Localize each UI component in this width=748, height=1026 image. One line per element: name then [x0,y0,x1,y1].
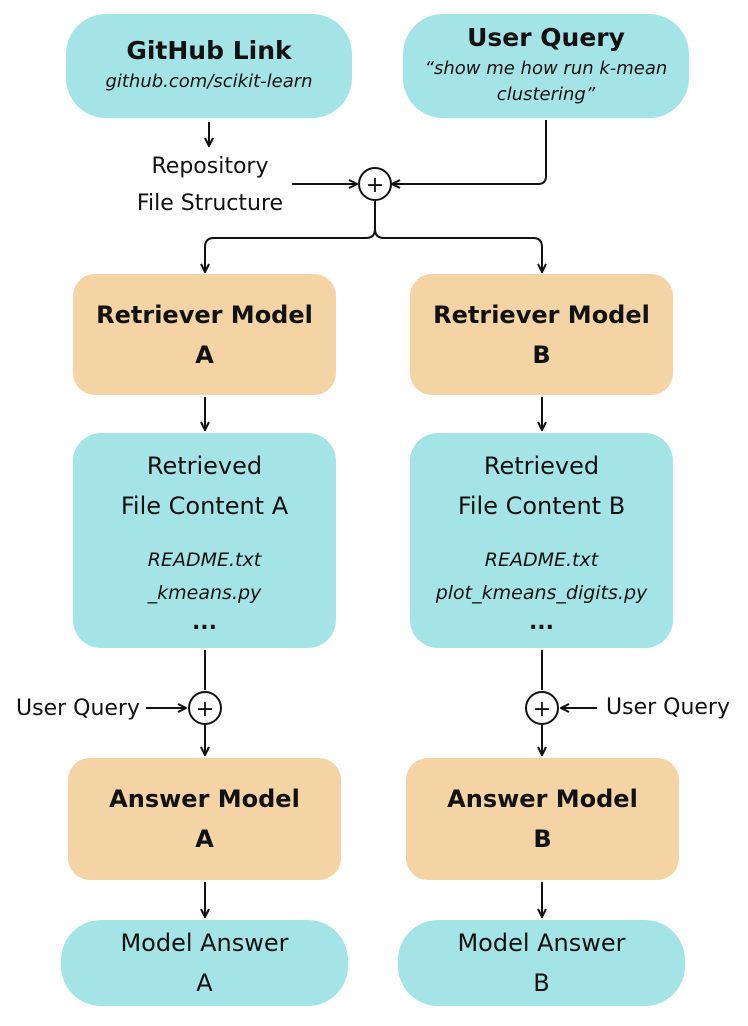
model-answer-a-letter: A [196,969,213,997]
user-query-label-a: User Query [16,696,140,721]
user-query-label-b: User Query [606,695,730,720]
answer-model-b-letter: B [533,825,552,853]
combine-circle-top [358,167,392,201]
retrieved-file-a-1: README.txt [147,548,262,571]
answer-model-a-title: Answer Model [109,785,300,813]
user-query-title: User Query [467,23,625,52]
retriever-model-b: Retriever Model B [410,274,673,395]
github-link-url: github.com/scikit-learn [105,71,313,92]
retrieved-content-a: Retrieved File Content A README.txt _kme… [73,433,336,648]
retriever-model-b-letter: B [532,340,551,369]
plus-symbol-a: + [196,697,214,722]
user-query-text-line1: “show me how run k-mean [424,58,668,79]
retrieved-file-b-1: README.txt [484,548,599,571]
retriever-model-a: Retriever Model A [73,274,336,395]
combine-circle-b [525,691,559,725]
plus-symbol-b: + [533,697,551,722]
answer-model-b-title: Answer Model [447,785,638,813]
repository-structure-line1: Repository [151,154,269,179]
repository-structure-line2: File Structure [136,191,284,216]
retrieved-more-b: ... [528,609,555,635]
retriever-model-a-title: Retriever Model [96,300,313,329]
retrieved-file-a-2: _kmeans.py [147,581,262,604]
model-answer-a-title: Model Answer [120,929,289,957]
model-answer-b: Model Answer B [398,920,685,1006]
retrieved-content-a-line2: File Content A [120,491,289,520]
answer-model-b: Answer Model B [406,758,679,880]
retriever-model-a-letter: A [195,340,214,369]
retrieved-content-a-line1: Retrieved [146,451,263,480]
plus-symbol-top: + [366,173,384,198]
user-query-box: User Query “show me how run k-mean clust… [403,14,689,118]
combine-circle-a [188,691,222,725]
user-query-text-line2: clustering” [496,84,596,105]
retrieved-file-b-2: plot_kmeans_digits.py [435,581,648,604]
model-answer-b-title: Model Answer [457,929,626,957]
arrow-query-to-combine [392,120,547,184]
answer-model-a: Answer Model A [68,758,341,880]
retrieved-content-b-line2: File Content B [457,491,626,520]
github-link-title: GitHub Link [126,36,292,65]
retrieved-content-b: Retrieved File Content B README.txt plot… [410,433,673,648]
arrow-split-to-retriever-a [205,228,376,272]
retrieved-more-a: ... [191,609,218,635]
model-answer-b-letter: B [533,969,550,997]
answer-model-a-letter: A [195,825,214,853]
arrow-split-to-retriever-b [374,228,542,272]
retriever-model-b-title: Retriever Model [433,300,650,329]
github-link-box: GitHub Link github.com/scikit-learn [66,14,352,118]
repository-structure-label: Repository File Structure [112,148,308,222]
retrieved-content-b-line1: Retrieved [483,451,600,480]
model-answer-a: Model Answer A [61,920,348,1006]
